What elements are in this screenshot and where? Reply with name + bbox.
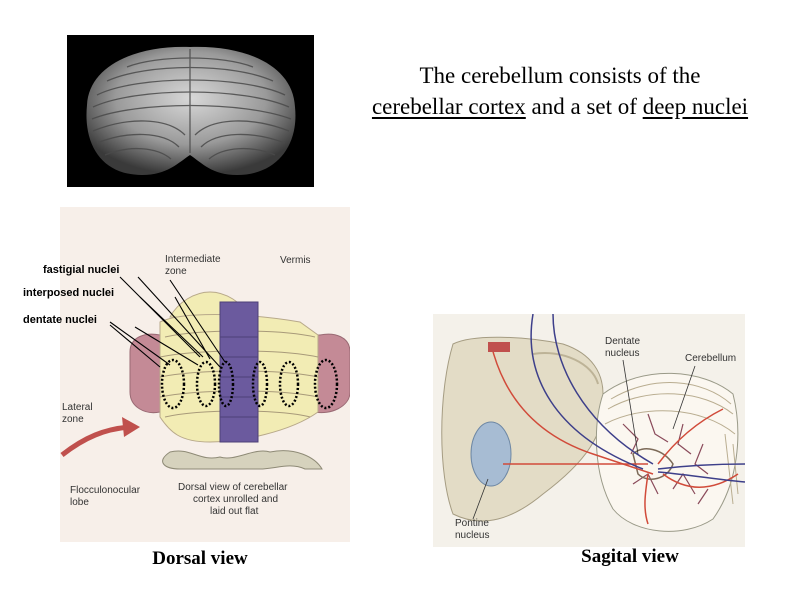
label-lateral: Lateral bbox=[62, 402, 93, 413]
dentate-nuclei-label: dentate nuclei bbox=[23, 314, 97, 326]
title-line-1: The cerebellum consists of the bbox=[419, 63, 701, 88]
title-line-2: cerebellar cortex and a set of deep nucl… bbox=[330, 91, 790, 122]
dorsal-view-caption: Dorsal view bbox=[152, 548, 248, 569]
dorsal-view-figure: Intermediate zone Vermis Lateral zone Fl… bbox=[60, 207, 350, 542]
fastigial-nuclei-label: fastigial nuclei bbox=[43, 264, 120, 276]
label-flocculonocular: Flocculonocular bbox=[70, 485, 141, 496]
label-dorsal-caption-2: cortex unrolled and bbox=[193, 494, 278, 505]
sagital-view-figure: Dentate nucleus Cerebellum Pontine nucle… bbox=[433, 314, 745, 547]
label-dentate: Dentate bbox=[605, 336, 640, 347]
cerebellar-cortex-term: cerebellar cortex bbox=[371, 94, 526, 119]
sagital-view-caption: Sagital view bbox=[581, 546, 679, 567]
label-flocculonocular-lobe: lobe bbox=[70, 497, 89, 508]
interposed-nuclei-label: interposed nuclei bbox=[23, 287, 115, 299]
label-pontine: Pontine bbox=[455, 518, 489, 529]
label-dentate-nucleus: nucleus bbox=[605, 348, 639, 359]
label-intermediate-zone: zone bbox=[165, 266, 187, 277]
title-connector: and a set of bbox=[525, 94, 643, 119]
label-dorsal-caption-3: laid out flat bbox=[210, 506, 259, 517]
label-intermediate: Intermediate bbox=[165, 254, 221, 265]
label-vermis: Vermis bbox=[280, 255, 311, 266]
label-dorsal-caption-1: Dorsal view of cerebellar bbox=[178, 482, 288, 493]
label-cerebellum: Cerebellum bbox=[685, 353, 736, 364]
label-pontine-nucleus: nucleus bbox=[455, 530, 489, 541]
deep-nuclei-term: deep nuclei bbox=[642, 94, 749, 119]
slide-title: The cerebellum consists of the cerebella… bbox=[330, 60, 790, 122]
cerebellum-photo bbox=[67, 35, 314, 187]
label-lateral-zone: zone bbox=[62, 414, 84, 425]
